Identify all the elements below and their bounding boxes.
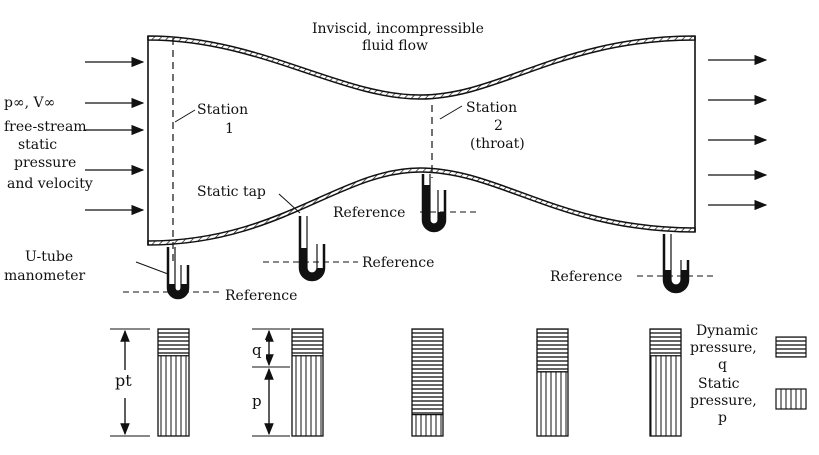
utube-label-2: manometer [4, 268, 86, 284]
legend-static-swatch [775, 388, 807, 410]
q-p-dimension [250, 328, 290, 437]
legend-static-2: pressure, [690, 393, 757, 409]
legend-dynamic-1: Dynamic [696, 323, 758, 339]
bar-2-outline [291, 328, 324, 437]
freestream-symbols: p∞, V∞ [4, 95, 55, 111]
reference-label-4: Reference [550, 269, 622, 285]
legend: Dynamic pressure, q Static pressure, p [690, 323, 807, 426]
flow-title-line1: Inviscid, incompressible [312, 21, 484, 37]
flow-title-line2: fluid flow [362, 38, 428, 54]
station2-number: 2 [494, 118, 503, 134]
bar-4-static [537, 371, 568, 436]
bar-2-static [292, 355, 323, 436]
manometer-4 [662, 234, 690, 294]
lower-wall [147, 167, 696, 246]
pt-label: pt [115, 371, 132, 390]
legend-static-1: Static [698, 376, 740, 392]
station2-throat: (throat) [470, 136, 525, 152]
manometer-2 [298, 216, 326, 282]
freestream-desc-2: static [18, 137, 57, 153]
reference-label-3: Reference [333, 205, 405, 221]
bar-4-dynamic [537, 329, 568, 372]
manometer-3 [421, 174, 447, 233]
station1-label: Station [197, 102, 248, 118]
static-tap-leader [278, 193, 301, 214]
legend-dynamic-2: pressure, [690, 340, 757, 356]
station2-label: Station [466, 100, 517, 116]
utube-leader [135, 261, 169, 275]
outflow-arrows [708, 54, 768, 211]
reference-label-1: Reference [225, 288, 297, 304]
bar-1-static [158, 355, 189, 436]
freestream-desc-4: and velocity [7, 176, 93, 192]
bar-1-outline [157, 328, 190, 437]
manometer-1 [166, 247, 190, 300]
bar-5-outline [649, 328, 682, 437]
bar-3-outline [411, 328, 444, 437]
utube-label-1: U-tube [25, 249, 73, 265]
freestream-desc-1: free-stream [4, 119, 87, 135]
bar-3-dynamic [412, 329, 443, 415]
venturi-walls [147, 35, 696, 246]
freestream-desc-3: pressure [14, 155, 76, 171]
legend-dynamic-3: q [718, 357, 727, 373]
pressure-bars [157, 328, 682, 437]
bar-5-dynamic [650, 329, 681, 356]
station2-leader [439, 105, 463, 120]
reference-label-2: Reference [362, 255, 434, 271]
static-tap-label: Static tap [197, 184, 266, 200]
bar-4-outline [536, 328, 569, 437]
inflow-arrows [85, 56, 145, 216]
reference-lines [123, 211, 715, 293]
bar-2-dynamic [292, 329, 323, 356]
bar-5-static [650, 355, 681, 436]
pt-dimension [110, 328, 150, 437]
p-label: p [252, 392, 262, 410]
legend-static-3: p [718, 410, 727, 426]
station1-leader [174, 109, 196, 123]
legend-dynamic-swatch [775, 336, 807, 358]
bar-1-dynamic [158, 329, 189, 356]
station1-number: 1 [225, 121, 234, 137]
bar-3-static [412, 414, 443, 436]
q-label: q [252, 341, 262, 359]
